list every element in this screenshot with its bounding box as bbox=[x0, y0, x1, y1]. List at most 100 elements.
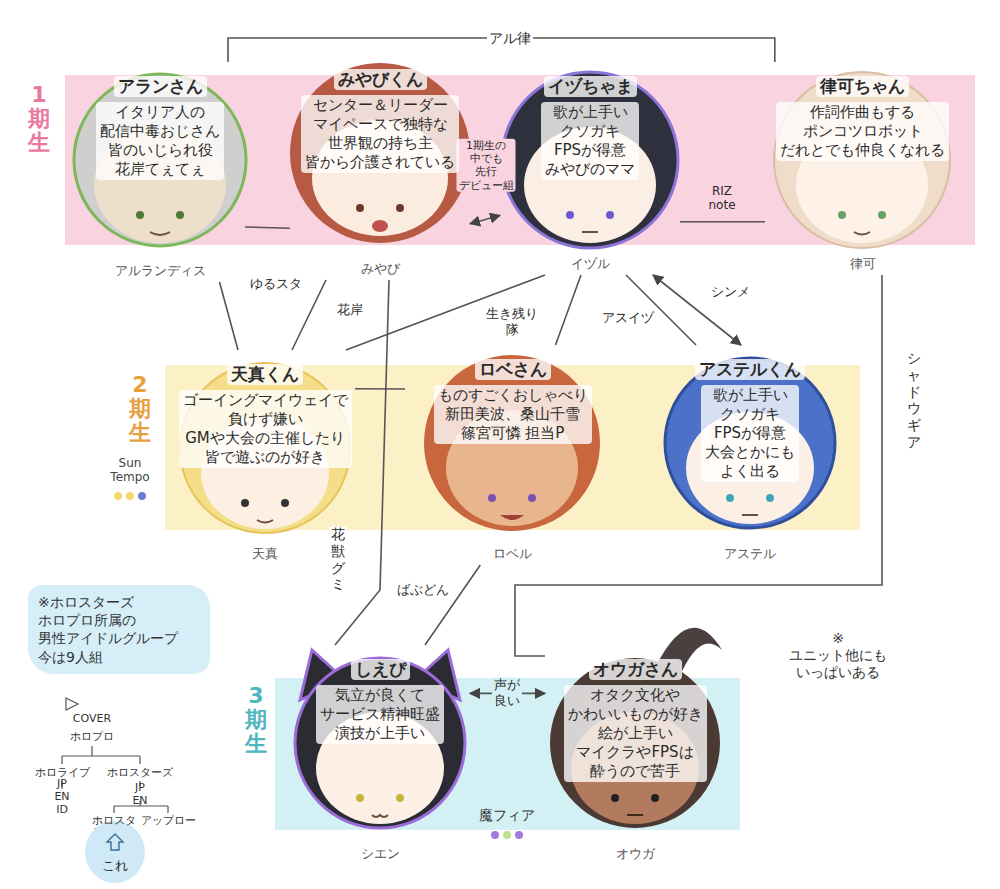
cohort-label: 3期生 bbox=[245, 684, 267, 757]
relation-line bbox=[245, 227, 290, 228]
tree-lines bbox=[66, 698, 78, 710]
unit-dots bbox=[491, 831, 499, 839]
astel-face bbox=[726, 494, 734, 502]
member-description: オタク文化や かわいいものが好き 絵が上手い マイクラやFPSは 酔うので苦手 bbox=[564, 685, 707, 782]
member-nickname: ロベさん bbox=[475, 359, 551, 380]
note-label: ホロスターズ bbox=[105, 766, 175, 779]
pointer-text: これ bbox=[102, 857, 128, 875]
relation-line bbox=[346, 275, 545, 350]
tenma-face bbox=[281, 499, 289, 507]
izuru-face bbox=[524, 127, 656, 243]
unit-label: アル律 bbox=[487, 30, 533, 47]
shien-face bbox=[295, 658, 465, 828]
member-name: シエン bbox=[361, 846, 400, 863]
member-nickname: イヅちゃま bbox=[544, 76, 637, 97]
miyabi-face bbox=[372, 220, 388, 232]
note-label: COVER bbox=[71, 712, 113, 725]
unit-dots bbox=[503, 831, 511, 839]
unit-label: 声が 良い bbox=[492, 677, 522, 708]
shien-face bbox=[316, 712, 444, 824]
oga-face bbox=[627, 814, 643, 816]
tree-lines bbox=[62, 781, 140, 789]
note-label: JP EN bbox=[130, 781, 149, 807]
astel-face bbox=[686, 412, 814, 524]
izuru-face bbox=[502, 72, 678, 248]
tree-lines bbox=[62, 698, 168, 832]
member-description: 作詞作曲もする ポンコツロボット だれとでも仲良くなれる bbox=[776, 102, 949, 161]
edge-label-holder: RIZ note bbox=[706, 184, 737, 213]
tenma-face bbox=[241, 499, 249, 507]
unit-label: ゆるスタ bbox=[248, 276, 304, 292]
pointer-blob bbox=[85, 821, 145, 883]
astel-face bbox=[665, 358, 835, 528]
unit-label: 花獣グミ bbox=[329, 526, 347, 593]
tenma-face bbox=[257, 520, 273, 523]
edge-label-holder: ばぶどん bbox=[395, 582, 451, 598]
tree-lines bbox=[62, 746, 140, 764]
member-card: 天真くんゴーイングマイウェイで 負けず嫌い GMや大会の主催したり 皆で遊ぶのが… bbox=[175, 350, 355, 565]
unit-label: ばぶどん bbox=[395, 582, 451, 598]
relation-line bbox=[515, 275, 882, 656]
roberu-face bbox=[424, 355, 600, 531]
member-description: 歌が上手い クソガキ FPSが得意 みやびのママ bbox=[541, 102, 639, 180]
alan-face bbox=[74, 74, 246, 246]
oga-face bbox=[550, 628, 722, 828]
unit-label: シャドウギア bbox=[905, 350, 923, 451]
shien-face bbox=[356, 794, 364, 802]
unit-dots bbox=[126, 492, 134, 500]
note-label: 魔フィア bbox=[477, 807, 537, 824]
note-label: ホロスタ bbox=[90, 814, 138, 827]
miyabi-face bbox=[396, 204, 404, 212]
member-card: アランさんイタリア人の 配信中毒おじさん 皆のいじられ役 花岸てぇてぇアルランデ… bbox=[75, 62, 245, 282]
miyabi-face bbox=[312, 120, 448, 236]
izuru-face bbox=[566, 211, 574, 219]
label-holder: JP EN bbox=[130, 781, 149, 807]
member-description: ものすごくおしゃべり 新田美波、桑山千雪 篠宮可憐 担当P bbox=[434, 385, 592, 444]
member-card: ロベさんものすごくおしゃべり 新田美波、桑山千雪 篠宮可憐 担当Pロベル bbox=[405, 345, 620, 565]
label-holder: 魔フィア bbox=[477, 807, 537, 824]
rikka-face bbox=[838, 211, 846, 219]
edge-label-holder: 花獣グミ bbox=[329, 526, 347, 593]
note-box: ※ホロスターズ ホロプロ所属の 男性アイドルグループ 今は9人組 bbox=[28, 585, 210, 674]
label-holder: ホロプロ bbox=[68, 730, 116, 743]
shien-face bbox=[372, 815, 388, 817]
member-name: オウガ bbox=[616, 846, 655, 863]
alan-face bbox=[136, 211, 144, 219]
member-card: しえぴ気立が良くて サービス精神旺盛 演技が上手いシエン bbox=[290, 645, 470, 865]
shien-face bbox=[295, 650, 465, 828]
edge-label-holder: アスイヅ bbox=[600, 310, 656, 326]
member-nickname: 天真くん bbox=[227, 364, 303, 385]
tenma-face bbox=[180, 363, 350, 533]
member-nickname: アステルくん bbox=[695, 359, 805, 380]
rikka-face bbox=[774, 72, 950, 248]
relation-line bbox=[470, 215, 500, 223]
member-card: イヅちゃま歌が上手い クソガキ FPSが得意 みやびのママイヅル bbox=[500, 62, 680, 275]
cohort-label: 2期生 bbox=[129, 373, 151, 446]
astel-face bbox=[665, 358, 835, 528]
oga-face bbox=[611, 794, 619, 802]
label-holder: アップロー bbox=[139, 814, 198, 827]
label-holder: Sun Tempo bbox=[108, 456, 151, 485]
note-label: JP EN ID bbox=[52, 777, 71, 817]
relation-line bbox=[680, 221, 765, 223]
cohort-label: 1期生 bbox=[28, 83, 50, 156]
unit-label: 1期生の 中でも 先行 デビュー組 bbox=[457, 139, 516, 192]
member-nickname: みやびくん bbox=[334, 69, 427, 90]
alan-face bbox=[176, 211, 184, 219]
relation-line bbox=[556, 275, 582, 345]
member-card: アステルくん歌が上手い クソガキ FPSが得意 大会とかにも よく出るアステル bbox=[660, 345, 840, 565]
unit-dots bbox=[515, 831, 523, 839]
alan-face bbox=[150, 232, 170, 235]
roberu-face bbox=[500, 515, 524, 520]
roberu-face bbox=[488, 494, 496, 502]
edge-label-holder: 生き残り 隊 bbox=[484, 306, 540, 337]
edge-label-holder: 声が 良い bbox=[492, 677, 522, 708]
member-nickname: アランさん bbox=[114, 76, 207, 97]
member-nickname: 律可ちゃん bbox=[816, 76, 909, 97]
member-card: オウガさんオタク文化や かわいいものが好き 絵が上手い マイクラやFPSは 酔う… bbox=[545, 645, 725, 865]
alan-face bbox=[94, 127, 226, 243]
member-card: 律可ちゃん作詞作曲もする ポンコツロボット だれとでも仲良くなれる律可 bbox=[765, 62, 960, 275]
rikka-face bbox=[796, 127, 928, 243]
pointer-blob bbox=[85, 821, 145, 883]
